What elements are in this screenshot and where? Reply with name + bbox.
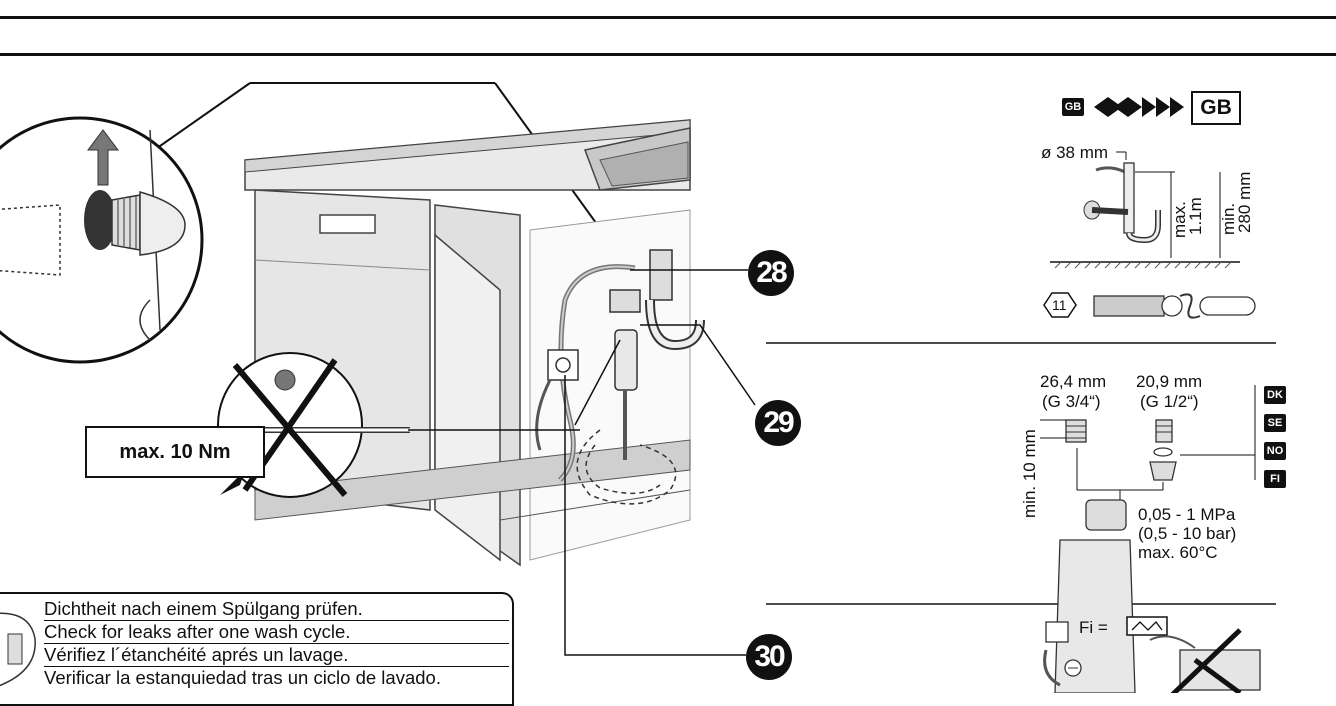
max-temperature: max. 60°C bbox=[1138, 543, 1218, 562]
note-divider bbox=[44, 620, 509, 621]
fi-label: Fi = bbox=[1079, 618, 1108, 637]
callout-30: 30 bbox=[746, 634, 792, 680]
country-tag-se: SE bbox=[1264, 414, 1286, 432]
tap-connector-diagram bbox=[1040, 385, 1256, 693]
torque-label: max. 10 Nm bbox=[85, 426, 265, 478]
note-english: Check for leaks after one wash cycle. bbox=[44, 621, 351, 642]
top-rule-2 bbox=[0, 53, 1336, 56]
callout-29: 29 bbox=[755, 400, 801, 446]
min-height-line2: 280 mm bbox=[1235, 171, 1254, 233]
size-right: 20,9 mm bbox=[1136, 372, 1203, 391]
max-height-line2: 1.1m bbox=[1186, 197, 1205, 235]
step-number: 11 bbox=[1052, 297, 1067, 313]
top-rule-1 bbox=[0, 16, 1336, 19]
tap-check-icon bbox=[0, 612, 36, 687]
drain-height-diagram bbox=[1043, 97, 1256, 319]
note-spanish: Verificar la estanquiedad tras un ciclo … bbox=[44, 667, 441, 688]
country-tag-no: NO bbox=[1264, 442, 1286, 460]
thread-right: (G 1/2“) bbox=[1140, 392, 1199, 411]
fi-plug-diagram bbox=[1043, 616, 1261, 693]
note-french: Vérifiez l´étanchéité aprés un lavage. bbox=[44, 644, 349, 665]
note-divider bbox=[44, 666, 509, 667]
country-tag-fi: FI bbox=[1264, 470, 1286, 488]
gb-big-tag: GB bbox=[1191, 91, 1241, 125]
gb-small-tag: GB bbox=[1062, 98, 1084, 116]
min-length: min. 10 mm bbox=[1020, 429, 1039, 518]
callout-28: 28 bbox=[748, 250, 794, 296]
note-german: Dichtheit nach einem Spülgang prüfen. bbox=[44, 598, 363, 619]
pipe-diameter: ø 38 mm bbox=[1041, 143, 1109, 162]
pressure-bar: (0,5 - 10 bar) bbox=[1138, 524, 1237, 543]
leak-check-note: Dichtheit nach einem Spülgang prüfen. Ch… bbox=[0, 592, 514, 706]
size-left: 26,4 mm bbox=[1040, 372, 1107, 391]
note-divider bbox=[44, 643, 509, 644]
country-tag-dk: DK bbox=[1264, 386, 1286, 404]
thread-left: (G 3/4“) bbox=[1042, 392, 1101, 411]
pressure-mpa: 0,05 - 1 MPa bbox=[1138, 505, 1236, 524]
